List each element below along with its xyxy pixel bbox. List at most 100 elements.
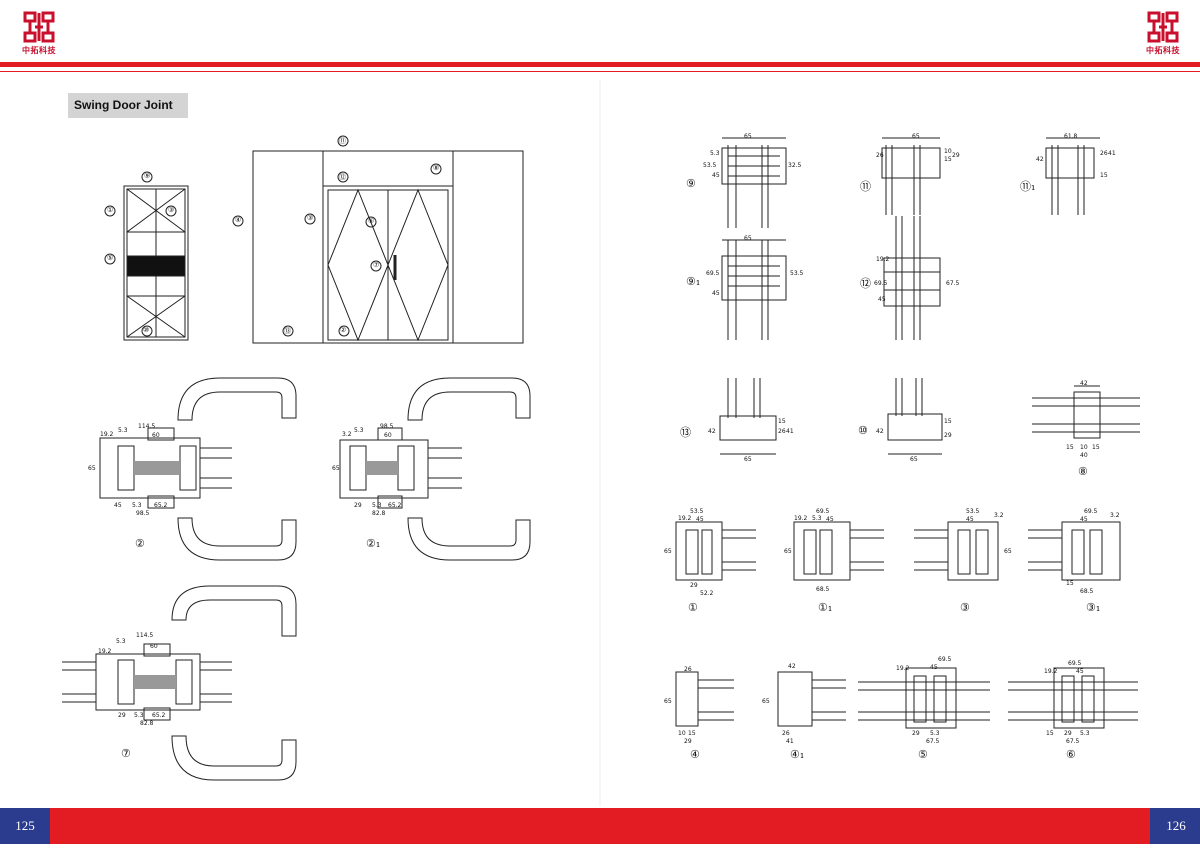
dim: 45 — [1080, 516, 1088, 523]
dim: 65.2 — [388, 502, 402, 509]
dim: 29 — [690, 582, 698, 589]
dim: 19.2 — [876, 256, 890, 263]
elevation-tag: ③ — [307, 214, 314, 222]
dim: 41 — [1108, 150, 1116, 157]
dim: 5.3 — [118, 427, 128, 434]
page-number-left: 125 — [0, 808, 50, 844]
dim: 42 — [788, 663, 796, 670]
dim: 53.5 — [703, 162, 717, 169]
dim: 65.2 — [152, 712, 166, 719]
single-door-elevation — [104, 171, 189, 341]
section-label-12: ⑫ — [860, 277, 871, 290]
dim: 29 — [944, 432, 952, 439]
dim: 5.3 — [354, 427, 364, 434]
brand-logo-left: 中拓科技 — [16, 10, 62, 56]
dim: 98.5 — [136, 510, 150, 517]
profile-section-4-1 — [777, 671, 846, 727]
profile-section-11 — [881, 137, 941, 215]
profile-section-8 — [1032, 385, 1140, 439]
dim: 10 — [1080, 444, 1088, 451]
elevation-tag: ⑨ — [144, 172, 151, 180]
dim: 26 — [684, 666, 692, 673]
dim: 69.5 — [706, 270, 720, 277]
profile-section-4 — [675, 671, 734, 727]
dim: 15 — [944, 418, 952, 425]
dim: 68.5 — [1080, 588, 1094, 595]
dim: 45 — [712, 290, 720, 297]
dim: 19.2 — [794, 515, 808, 522]
dim: 19.2 — [678, 515, 692, 522]
section-label-10: ⑩ — [858, 424, 868, 437]
dim: 42 — [876, 428, 884, 435]
section-label-4: ④ — [690, 748, 700, 761]
dim: 61.8 — [1064, 133, 1078, 140]
dim: 114.5 — [136, 632, 154, 639]
elevation-tag: ⑦ — [373, 261, 380, 269]
dim: 3.2 — [1110, 512, 1120, 519]
dim: 42 — [708, 428, 716, 435]
dim: 65 — [744, 235, 752, 242]
dim: 19.2 — [100, 431, 114, 438]
dim: 5.3 — [812, 515, 822, 522]
header-thin-line — [0, 71, 1200, 72]
brand-logo-icon — [1147, 11, 1179, 43]
dim: 29 — [1064, 730, 1072, 737]
elevation-tag: ⑥ — [368, 217, 375, 225]
section-label-11-1: ⑪₁ — [1020, 180, 1036, 193]
dim: 45 — [826, 516, 834, 523]
dim: 15 — [944, 156, 952, 163]
dim: 41 — [786, 738, 794, 745]
dim: 52.2 — [700, 590, 714, 597]
dim: 53.5 — [966, 508, 980, 515]
dim: 65 — [784, 548, 792, 555]
dim: 5.3 — [372, 502, 382, 509]
dim: 5.3 — [116, 638, 126, 645]
dim: 65 — [664, 698, 672, 705]
dim: 65 — [664, 548, 672, 555]
section-label-9: ⑨ — [686, 177, 696, 190]
dim: 114.5 — [138, 423, 156, 430]
dim: 67.5 — [946, 280, 960, 287]
dim: 19.2 — [896, 665, 910, 672]
section-label-3-1: ③₁ — [1086, 601, 1101, 614]
footer-red-bar — [0, 808, 1200, 844]
dim: 40 — [1080, 452, 1088, 459]
section-label-1: ① — [688, 601, 698, 614]
brand-name: 中拓科技 — [1146, 46, 1180, 55]
dim: 67.5 — [926, 738, 940, 745]
elevation-tag: ⑪ — [339, 137, 346, 145]
dim: 15 — [688, 730, 696, 737]
profile-section-3-1 — [1028, 521, 1121, 581]
profile-section-10 — [887, 378, 943, 455]
dim: 82.8 — [140, 720, 154, 727]
elevation-tag: ⑩ — [143, 326, 150, 334]
dim: 19.2 — [98, 648, 112, 655]
page-number-right: 126 — [1150, 808, 1200, 844]
dim: 26 — [876, 152, 884, 159]
handle-section-7 — [62, 585, 297, 781]
section-label-8: ⑧ — [1078, 465, 1088, 478]
brand-name: 中拓科技 — [22, 46, 56, 55]
dim: 26 — [778, 428, 786, 435]
dim: 42 — [1080, 380, 1088, 387]
dim: 32.5 — [788, 162, 802, 169]
section-label-1-1: ①₁ — [818, 601, 833, 614]
dim: 60 — [384, 432, 392, 439]
section-label-7: ⑦ — [121, 747, 131, 760]
dim: 26 — [1100, 150, 1108, 157]
section-label-2-1: ②₁ — [366, 537, 381, 550]
profile-section-6 — [1008, 667, 1138, 729]
dim: 60 — [150, 643, 158, 650]
dim: 15 — [1046, 730, 1054, 737]
handle-section-2 — [99, 377, 297, 561]
section-label-6: ⑥ — [1066, 748, 1076, 761]
dim: 69.5 — [1068, 660, 1082, 667]
dim: 15 — [778, 418, 786, 425]
dim: 10 — [944, 148, 952, 155]
dim: 53.5 — [790, 270, 804, 277]
dim: 41 — [786, 428, 794, 435]
elevation-tag: ① — [107, 206, 114, 214]
dim: 69.5 — [938, 656, 952, 663]
dim: 65.2 — [154, 502, 168, 509]
